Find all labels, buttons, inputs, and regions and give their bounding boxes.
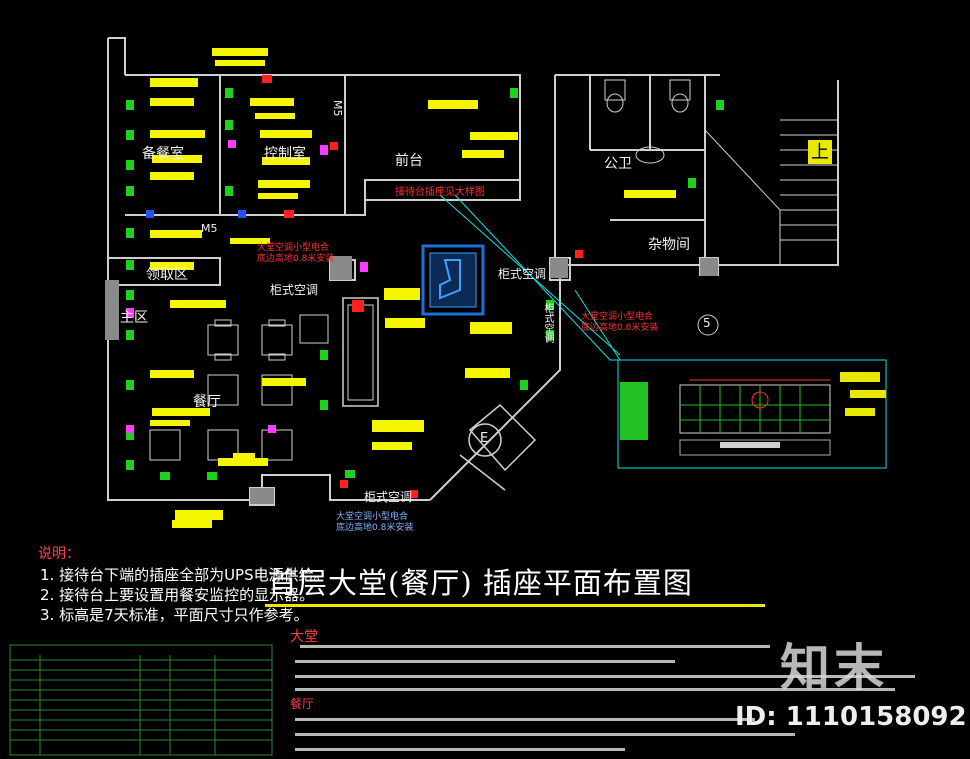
stair-up-label: 上 bbox=[811, 142, 829, 163]
id-label: ID: 1110158092 bbox=[735, 702, 967, 732]
ac-note: 底边高地0.8米安装 bbox=[257, 254, 335, 264]
dining-tables bbox=[149, 314, 329, 461]
note-item: 2. 接待台上要设置用餐安监控的显示器。 bbox=[40, 586, 315, 604]
title-underline bbox=[265, 604, 765, 607]
reception-desk bbox=[421, 244, 485, 316]
room-label-toilet: 公卫 bbox=[604, 156, 632, 172]
room-label-dining: 餐厅 bbox=[193, 394, 221, 410]
detail-reference-label: 接待台插座见大样图 bbox=[395, 187, 485, 198]
cabinet-ac-label: 柜式空调 bbox=[364, 490, 413, 504]
room-label-control: 控制室 bbox=[264, 146, 306, 162]
room-label-prep: 备餐室 bbox=[142, 146, 184, 162]
axis-number: 5 bbox=[703, 316, 711, 330]
cabinet-ac-label: 柜式空调 bbox=[542, 303, 553, 343]
legend-table bbox=[9, 644, 273, 756]
door-tag: M5 bbox=[331, 100, 344, 117]
ac-note: 大堂空调小型电合 bbox=[257, 243, 330, 253]
brand-logo: 知末 bbox=[780, 639, 888, 697]
notes-heading: 说明： bbox=[38, 546, 80, 562]
ac-note: 底边高地0.8米安装 bbox=[581, 323, 659, 333]
entrance-door-tag: E bbox=[480, 431, 489, 446]
drawing-title: 首层大堂(餐厅) 插座平面布置图 bbox=[268, 566, 693, 600]
section-heading-restaurant: 餐厅 bbox=[290, 697, 315, 711]
door-tag: M5 bbox=[201, 222, 218, 235]
cabinet-ac-label: 柜式空调 bbox=[498, 267, 547, 281]
room-label-host: 主区 bbox=[120, 310, 148, 326]
ac-note: 底边高地0.8米安装 bbox=[336, 523, 414, 533]
room-label-storage: 杂物间 bbox=[648, 237, 690, 253]
staircase bbox=[704, 119, 838, 265]
section-heading-hall: 大堂 bbox=[290, 629, 318, 645]
ac-note: 大堂空调小型电合 bbox=[336, 512, 409, 522]
annotation-bars bbox=[150, 48, 676, 528]
note-item: 1. 接待台下端的插座全部为UPS电源供给。 bbox=[40, 566, 329, 584]
room-label-collect: 领取区 bbox=[146, 267, 188, 283]
room-label-front-desk: 前台 bbox=[395, 153, 423, 169]
cabinet-ac-label: 柜式空调 bbox=[270, 283, 319, 297]
note-item: 3. 标高是7天标准，平面尺寸只作参考。 bbox=[40, 606, 309, 624]
detail-inset bbox=[617, 359, 887, 469]
socket-symbols bbox=[126, 88, 724, 480]
ac-note: 大堂空调小型电合 bbox=[581, 312, 654, 322]
